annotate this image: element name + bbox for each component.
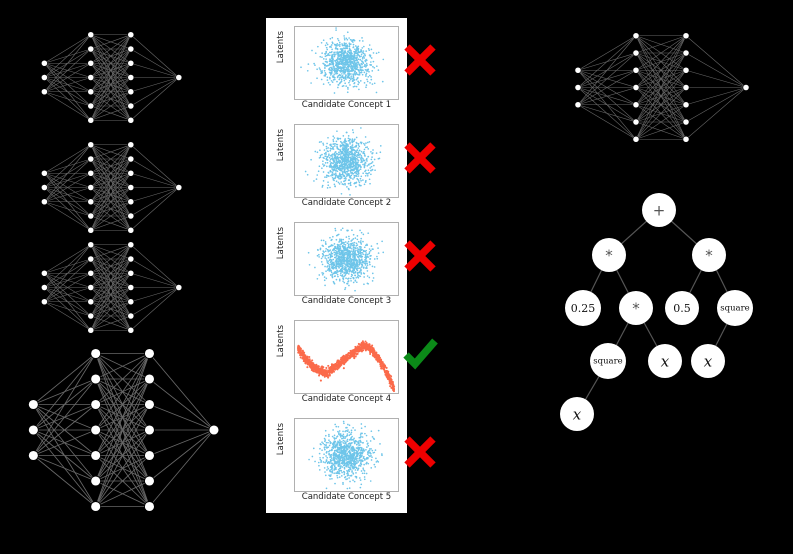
expression-node-square[interactable]: square xyxy=(717,290,753,326)
neural-network-candidate-3 xyxy=(30,240,190,335)
cross-mark-icon xyxy=(400,138,440,178)
expression-node-[interactable]: * xyxy=(692,238,726,272)
panel-y-axis-label: Latents xyxy=(276,226,286,260)
panel-y-axis-label: Latents xyxy=(276,422,286,456)
expression-node-label: + xyxy=(653,202,666,220)
panel-y-axis-label: Latents xyxy=(276,30,286,64)
expression-node-square[interactable]: square xyxy=(590,343,626,379)
panel-plot-area xyxy=(294,418,399,492)
expression-node-label: square xyxy=(720,304,749,314)
panel-x-axis-label: Candidate Concept 2 xyxy=(301,198,392,208)
expression-node-label: x xyxy=(704,353,713,371)
expression-node-label: * xyxy=(605,247,613,265)
panel-x-axis-label: Candidate Concept 4 xyxy=(301,394,392,404)
symbolic-expression-tree: + * * 0.25 * 0.5 square square x x x xyxy=(548,185,793,435)
expression-node-label: * xyxy=(632,300,640,318)
panel-plot-area xyxy=(294,222,399,296)
expression-node-label: x xyxy=(661,353,670,371)
panel-y-axis-label: Latents xyxy=(276,128,286,162)
neural-network-candidate-2 xyxy=(30,140,190,235)
panel-x-axis-label: Candidate Concept 5 xyxy=(301,492,392,502)
panel-x-axis-label: Candidate Concept 1 xyxy=(301,100,392,110)
expression-node-label: square xyxy=(593,357,622,367)
neural-network-candidate-1 xyxy=(30,30,190,125)
panel-x-axis-label: Candidate Concept 3 xyxy=(301,296,392,306)
check-mark-icon xyxy=(400,334,440,374)
cross-mark-icon xyxy=(400,236,440,276)
expression-node-label: 0.25 xyxy=(571,302,596,315)
neural-network-result xyxy=(560,30,760,145)
neural-network-selected-large xyxy=(14,345,229,515)
expression-node-x[interactable]: x xyxy=(648,344,682,378)
cross-mark-icon xyxy=(400,40,440,80)
cross-mark-icon xyxy=(400,432,440,472)
expression-node-[interactable]: * xyxy=(592,238,626,272)
expression-node-0.5[interactable]: 0.5 xyxy=(665,291,699,325)
panel-plot-area xyxy=(294,26,399,100)
expression-node-x[interactable]: x xyxy=(560,397,594,431)
expression-node-x[interactable]: x xyxy=(691,344,725,378)
panel-plot-area xyxy=(294,124,399,198)
expression-node-label: x xyxy=(573,406,582,424)
expression-node-[interactable]: + xyxy=(642,193,676,227)
expression-node-[interactable]: * xyxy=(619,291,653,325)
expression-node-label: 0.5 xyxy=(673,302,691,315)
panel-plot-area xyxy=(294,320,399,394)
expression-node-label: * xyxy=(705,247,713,265)
panel-y-axis-label: Latents xyxy=(276,324,286,358)
expression-node-0.25[interactable]: 0.25 xyxy=(565,290,601,326)
